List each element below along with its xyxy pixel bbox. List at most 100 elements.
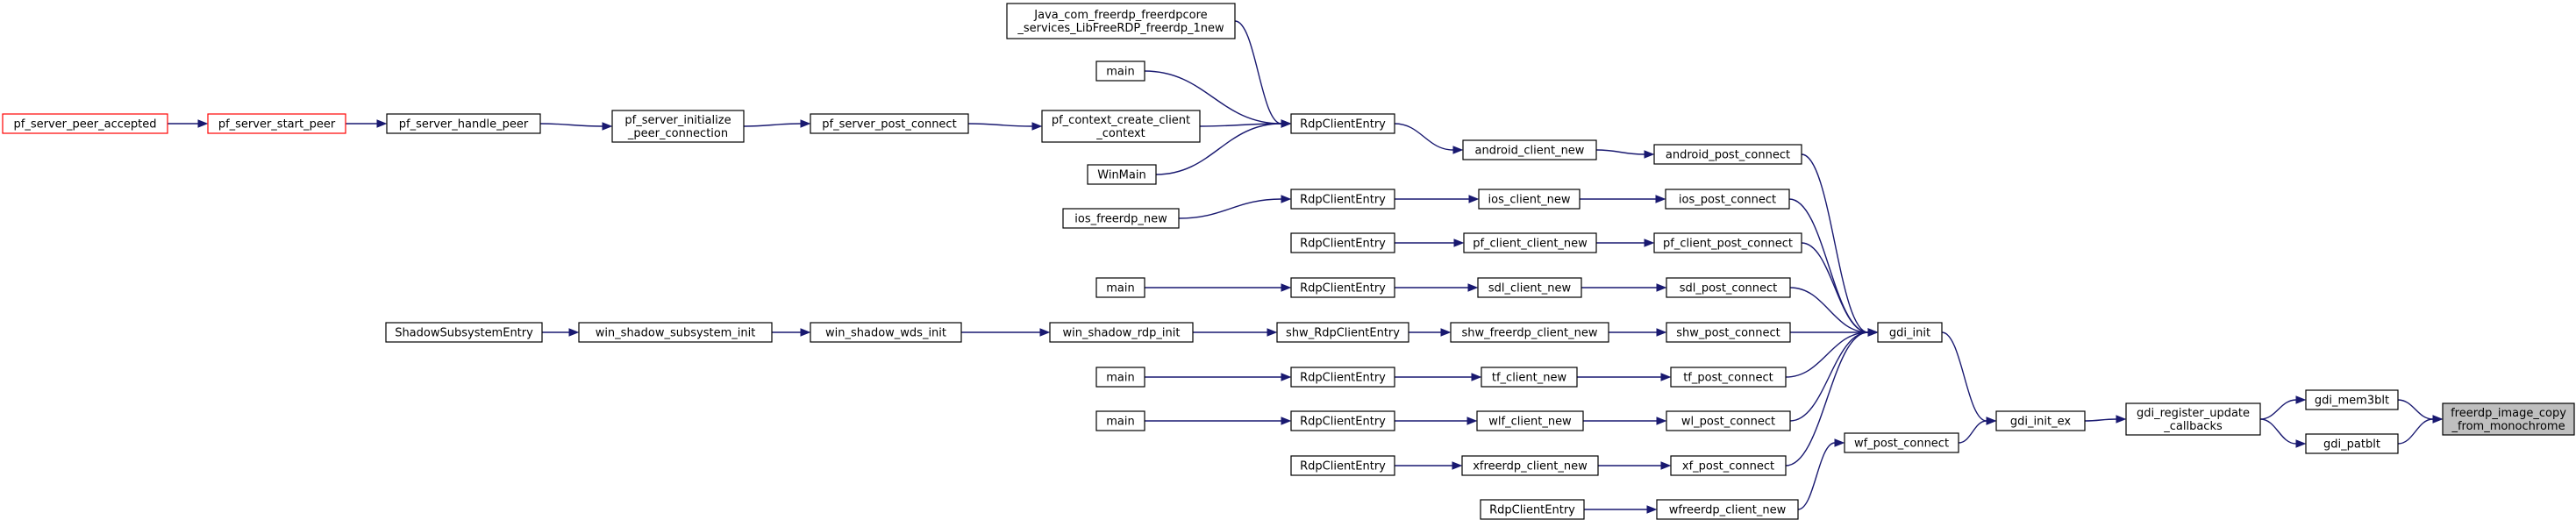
function-node-win-shadow-rdp-init[interactable]: win_shadow_rdp_init bbox=[1049, 322, 1194, 343]
function-node-wfreerdp-client-new[interactable]: wfreerdp_client_new bbox=[1656, 499, 1799, 520]
node-label: wf_post_connect bbox=[1854, 438, 1949, 451]
function-node-wlf-client-new[interactable]: wlf_client_new bbox=[1476, 410, 1584, 431]
arrowhead-icon bbox=[1281, 195, 1292, 203]
function-node-ios-freerdp-new[interactable]: ios_freerdp_new bbox=[1062, 208, 1180, 229]
function-node-xfreerdp-client-new[interactable]: xfreerdp_client_new bbox=[1461, 455, 1599, 476]
function-node-pf-context-create-client-context[interactable]: pf_context_create_client_context bbox=[1041, 110, 1201, 143]
function-node-pf-server-handle-peer[interactable]: pf_server_handle_peer bbox=[386, 113, 541, 134]
function-node-main[interactable]: main bbox=[1095, 277, 1145, 298]
arrowhead-icon bbox=[1453, 239, 1465, 247]
node-box bbox=[2305, 433, 2399, 454]
arrowhead-icon bbox=[1644, 150, 1655, 159]
node-box bbox=[1653, 144, 1802, 165]
node-box bbox=[1995, 410, 2086, 431]
function-node-shw-freerdp-client-new[interactable]: shw_freerdp_client_new bbox=[1450, 322, 1609, 343]
node-box bbox=[578, 322, 773, 343]
function-node-java-com-freerdp-freerdpcore-services-libfreerdp-freerdp-1new[interactable]: Java_com_freerdp_freerdpcore_services_Li… bbox=[1006, 3, 1236, 39]
function-node-gdi-init[interactable]: gdi_init bbox=[1877, 322, 1943, 343]
function-node-sdl-client-new[interactable]: sdl_client_new bbox=[1477, 277, 1582, 298]
edge-line bbox=[1144, 70, 1282, 125]
function-node-rdpcliententry[interactable]: RdpClientEntry bbox=[1290, 277, 1395, 298]
function-node-gdi-init-ex[interactable]: gdi_init_ex bbox=[1995, 410, 2086, 431]
call-edge bbox=[743, 119, 811, 128]
node-label: gdi_mem3blt bbox=[2315, 395, 2389, 408]
node-box bbox=[810, 113, 969, 134]
edge-line bbox=[1789, 287, 1869, 333]
call-edge bbox=[167, 119, 209, 128]
function-node-tf-post-connect[interactable]: tf_post_connect bbox=[1670, 367, 1787, 388]
function-node-gdi-mem3blt[interactable]: gdi_mem3blt bbox=[2305, 389, 2399, 410]
node-label: win_shadow_wds_init bbox=[825, 327, 946, 340]
node-box bbox=[1666, 410, 1791, 431]
arrowhead-icon bbox=[1655, 195, 1666, 203]
arrowhead-icon bbox=[376, 119, 388, 128]
function-node-wl-post-connect[interactable]: wl_post_connect bbox=[1666, 410, 1791, 431]
node-label: RdpClientEntry bbox=[1300, 194, 1386, 207]
function-node-pf-client-post-connect[interactable]: pf_client_post_connect bbox=[1653, 232, 1802, 253]
function-node-pf-server-post-connect[interactable]: pf_server_post_connect bbox=[810, 113, 969, 134]
function-node-rdpcliententry[interactable]: RdpClientEntry bbox=[1290, 410, 1395, 431]
function-node-rdpcliententry[interactable]: RdpClientEntry bbox=[1290, 455, 1395, 476]
function-node-shadowsubsystementry[interactable]: ShadowSubsystemEntry bbox=[385, 322, 543, 343]
node-label: _peer_connection bbox=[627, 127, 728, 140]
node-label: win_shadow_subsystem_init bbox=[596, 327, 756, 340]
function-node-ios-client-new[interactable]: ios_client_new bbox=[1478, 189, 1581, 210]
call-edge bbox=[1145, 283, 1292, 292]
function-node-android-client-new[interactable]: android_client_new bbox=[1462, 139, 1597, 160]
call-edge bbox=[2259, 395, 2307, 420]
node-label: sdl_client_new bbox=[1488, 282, 1572, 296]
node-label: tf_client_new bbox=[1492, 372, 1567, 385]
arrowhead-icon bbox=[2295, 439, 2307, 448]
function-node-gdi-patblt[interactable]: gdi_patblt bbox=[2305, 433, 2399, 454]
node-box bbox=[1877, 322, 1943, 343]
function-node-main[interactable]: main bbox=[1095, 410, 1145, 431]
node-box bbox=[1095, 367, 1145, 388]
node-box bbox=[810, 322, 962, 343]
function-node-freerdp-image-copy-from-monochrome[interactable]: freerdp_image_copy_from_monochrome bbox=[2442, 402, 2575, 436]
call-edges bbox=[167, 20, 2444, 514]
function-node-pf-server-start-peer[interactable]: pf_server_start_peer bbox=[207, 113, 346, 134]
node-label: tf_post_connect bbox=[1683, 372, 1773, 385]
node-box bbox=[1095, 410, 1145, 431]
function-node-rdpcliententry[interactable]: RdpClientEntry bbox=[1480, 499, 1585, 520]
call-edge bbox=[1785, 328, 1879, 466]
function-node-rdpcliententry[interactable]: RdpClientEntry bbox=[1290, 189, 1395, 210]
function-node-pf-server-initialize-peer-connection[interactable]: pf_server_initialize_peer_connection bbox=[611, 110, 745, 143]
node-label: ios_client_new bbox=[1488, 194, 1571, 207]
function-node-ios-post-connect[interactable]: ios_post_connect bbox=[1665, 189, 1790, 210]
function-node-rdpcliententry[interactable]: RdpClientEntry bbox=[1290, 367, 1395, 388]
call-edge bbox=[1958, 417, 1997, 444]
function-node-tf-client-new[interactable]: tf_client_new bbox=[1481, 367, 1578, 388]
function-node-rdpcliententry[interactable]: RdpClientEntry bbox=[1290, 232, 1395, 253]
node-label: android_post_connect bbox=[1666, 149, 1790, 162]
function-node-sdl-post-connect[interactable]: sdl_post_connect bbox=[1666, 277, 1791, 298]
node-box bbox=[1006, 3, 1236, 39]
function-node-android-post-connect[interactable]: android_post_connect bbox=[1653, 144, 1802, 165]
function-nodes: freerdp_image_copy_from_monochrome gdi_me… bbox=[2, 3, 2575, 520]
node-label: wfreerdp_client_new bbox=[1669, 504, 1787, 517]
function-node-gdi-register-update-callbacks[interactable]: gdi_register_update_callbacks bbox=[2125, 402, 2261, 436]
function-node-shw-post-connect[interactable]: shw_post_connect bbox=[1666, 322, 1791, 343]
function-node-pf-server-peer-accepted[interactable]: pf_server_peer_accepted bbox=[2, 113, 168, 134]
node-label: ios_freerdp_new bbox=[1074, 213, 1167, 226]
function-node-main[interactable]: main bbox=[1095, 61, 1145, 82]
node-label: main bbox=[1106, 282, 1134, 296]
arrowhead-icon bbox=[1646, 505, 1658, 514]
function-node-xf-post-connect[interactable]: xf_post_connect bbox=[1670, 455, 1787, 476]
call-edge bbox=[1192, 328, 1278, 337]
node-label: gdi_patblt bbox=[2323, 438, 2380, 452]
node-box bbox=[1276, 322, 1409, 343]
function-node-winmain[interactable]: WinMain bbox=[1087, 164, 1157, 185]
function-node-main[interactable]: main bbox=[1095, 367, 1145, 388]
function-node-wf-post-connect[interactable]: wf_post_connect bbox=[1844, 432, 1959, 453]
function-node-win-shadow-wds-init[interactable]: win_shadow_wds_init bbox=[810, 322, 962, 343]
function-node-rdpcliententry[interactable]: RdpClientEntry bbox=[1290, 113, 1395, 134]
function-node-pf-client-client-new[interactable]: pf_client_client_new bbox=[1463, 232, 1597, 253]
function-node-shw-rdpcliententry[interactable]: shw_RdpClientEntry bbox=[1276, 322, 1409, 343]
function-node-win-shadow-subsystem-init[interactable]: win_shadow_subsystem_init bbox=[578, 322, 773, 343]
edge-line bbox=[1155, 123, 1282, 175]
node-box bbox=[1653, 232, 1802, 253]
call-edge bbox=[1595, 149, 1655, 159]
arrowhead-icon bbox=[1660, 461, 1672, 470]
node-label: ShadowSubsystemEntry bbox=[395, 327, 533, 340]
